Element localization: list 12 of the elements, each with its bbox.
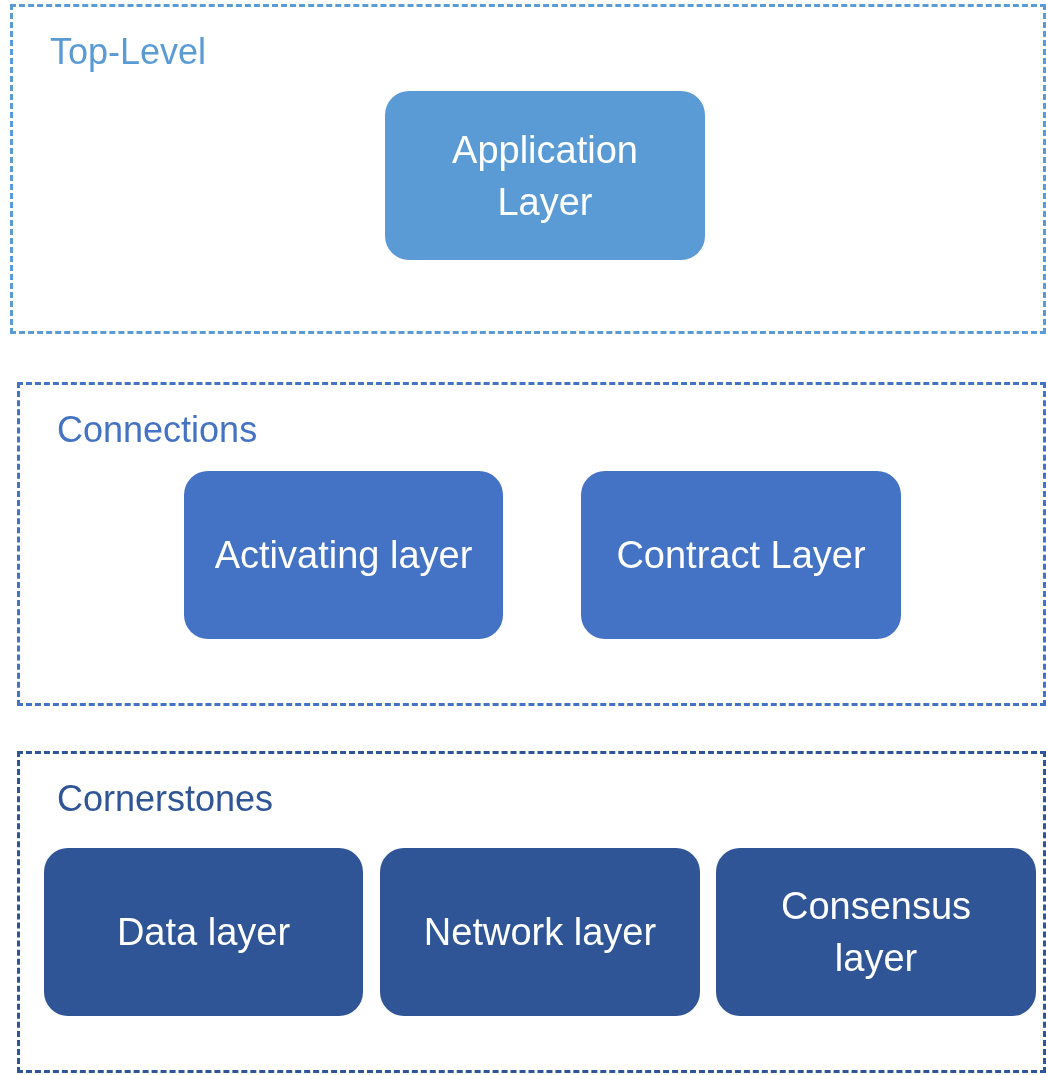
- dashed-group-frame: [17, 382, 1046, 706]
- group-title: Connections: [57, 409, 258, 451]
- layer-box: Data layer: [44, 848, 363, 1016]
- layer-box: Activating layer: [184, 471, 503, 639]
- layer-box: Network layer: [380, 848, 700, 1016]
- dashed-group-frame: [10, 4, 1046, 334]
- dashed-group-frame: [17, 751, 1046, 1073]
- layer-box: Consensus layer: [716, 848, 1036, 1016]
- layer-box: Application Layer: [385, 91, 705, 260]
- group-title: Cornerstones: [57, 778, 274, 820]
- group-title: Top-Level: [50, 31, 207, 73]
- layer-box: Contract Layer: [581, 471, 901, 639]
